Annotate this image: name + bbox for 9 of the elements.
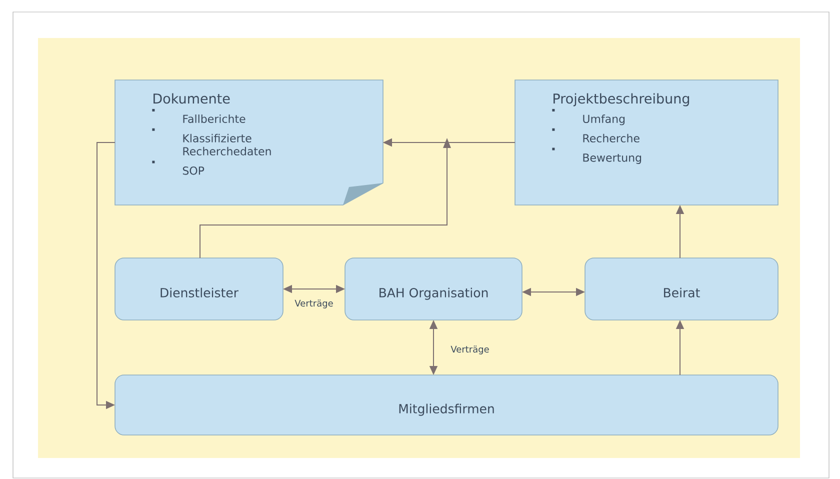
process-box: Dienstleister [114,258,284,320]
arrow [200,138,451,258]
process-box: Mitgliedsfirmen [114,374,778,436]
process-box: BAH Organisation [344,258,522,320]
edge-label: Verträge [450,344,490,356]
description-box: Projektbeschreibung Umfang Recherche Bewertung [514,80,778,206]
document-box: Dokumente Fallberichte Klassifizierte Recherchedaten SOP [114,80,384,206]
edge-label: Verträge [294,298,334,310]
process-box: Beirat [584,258,778,320]
